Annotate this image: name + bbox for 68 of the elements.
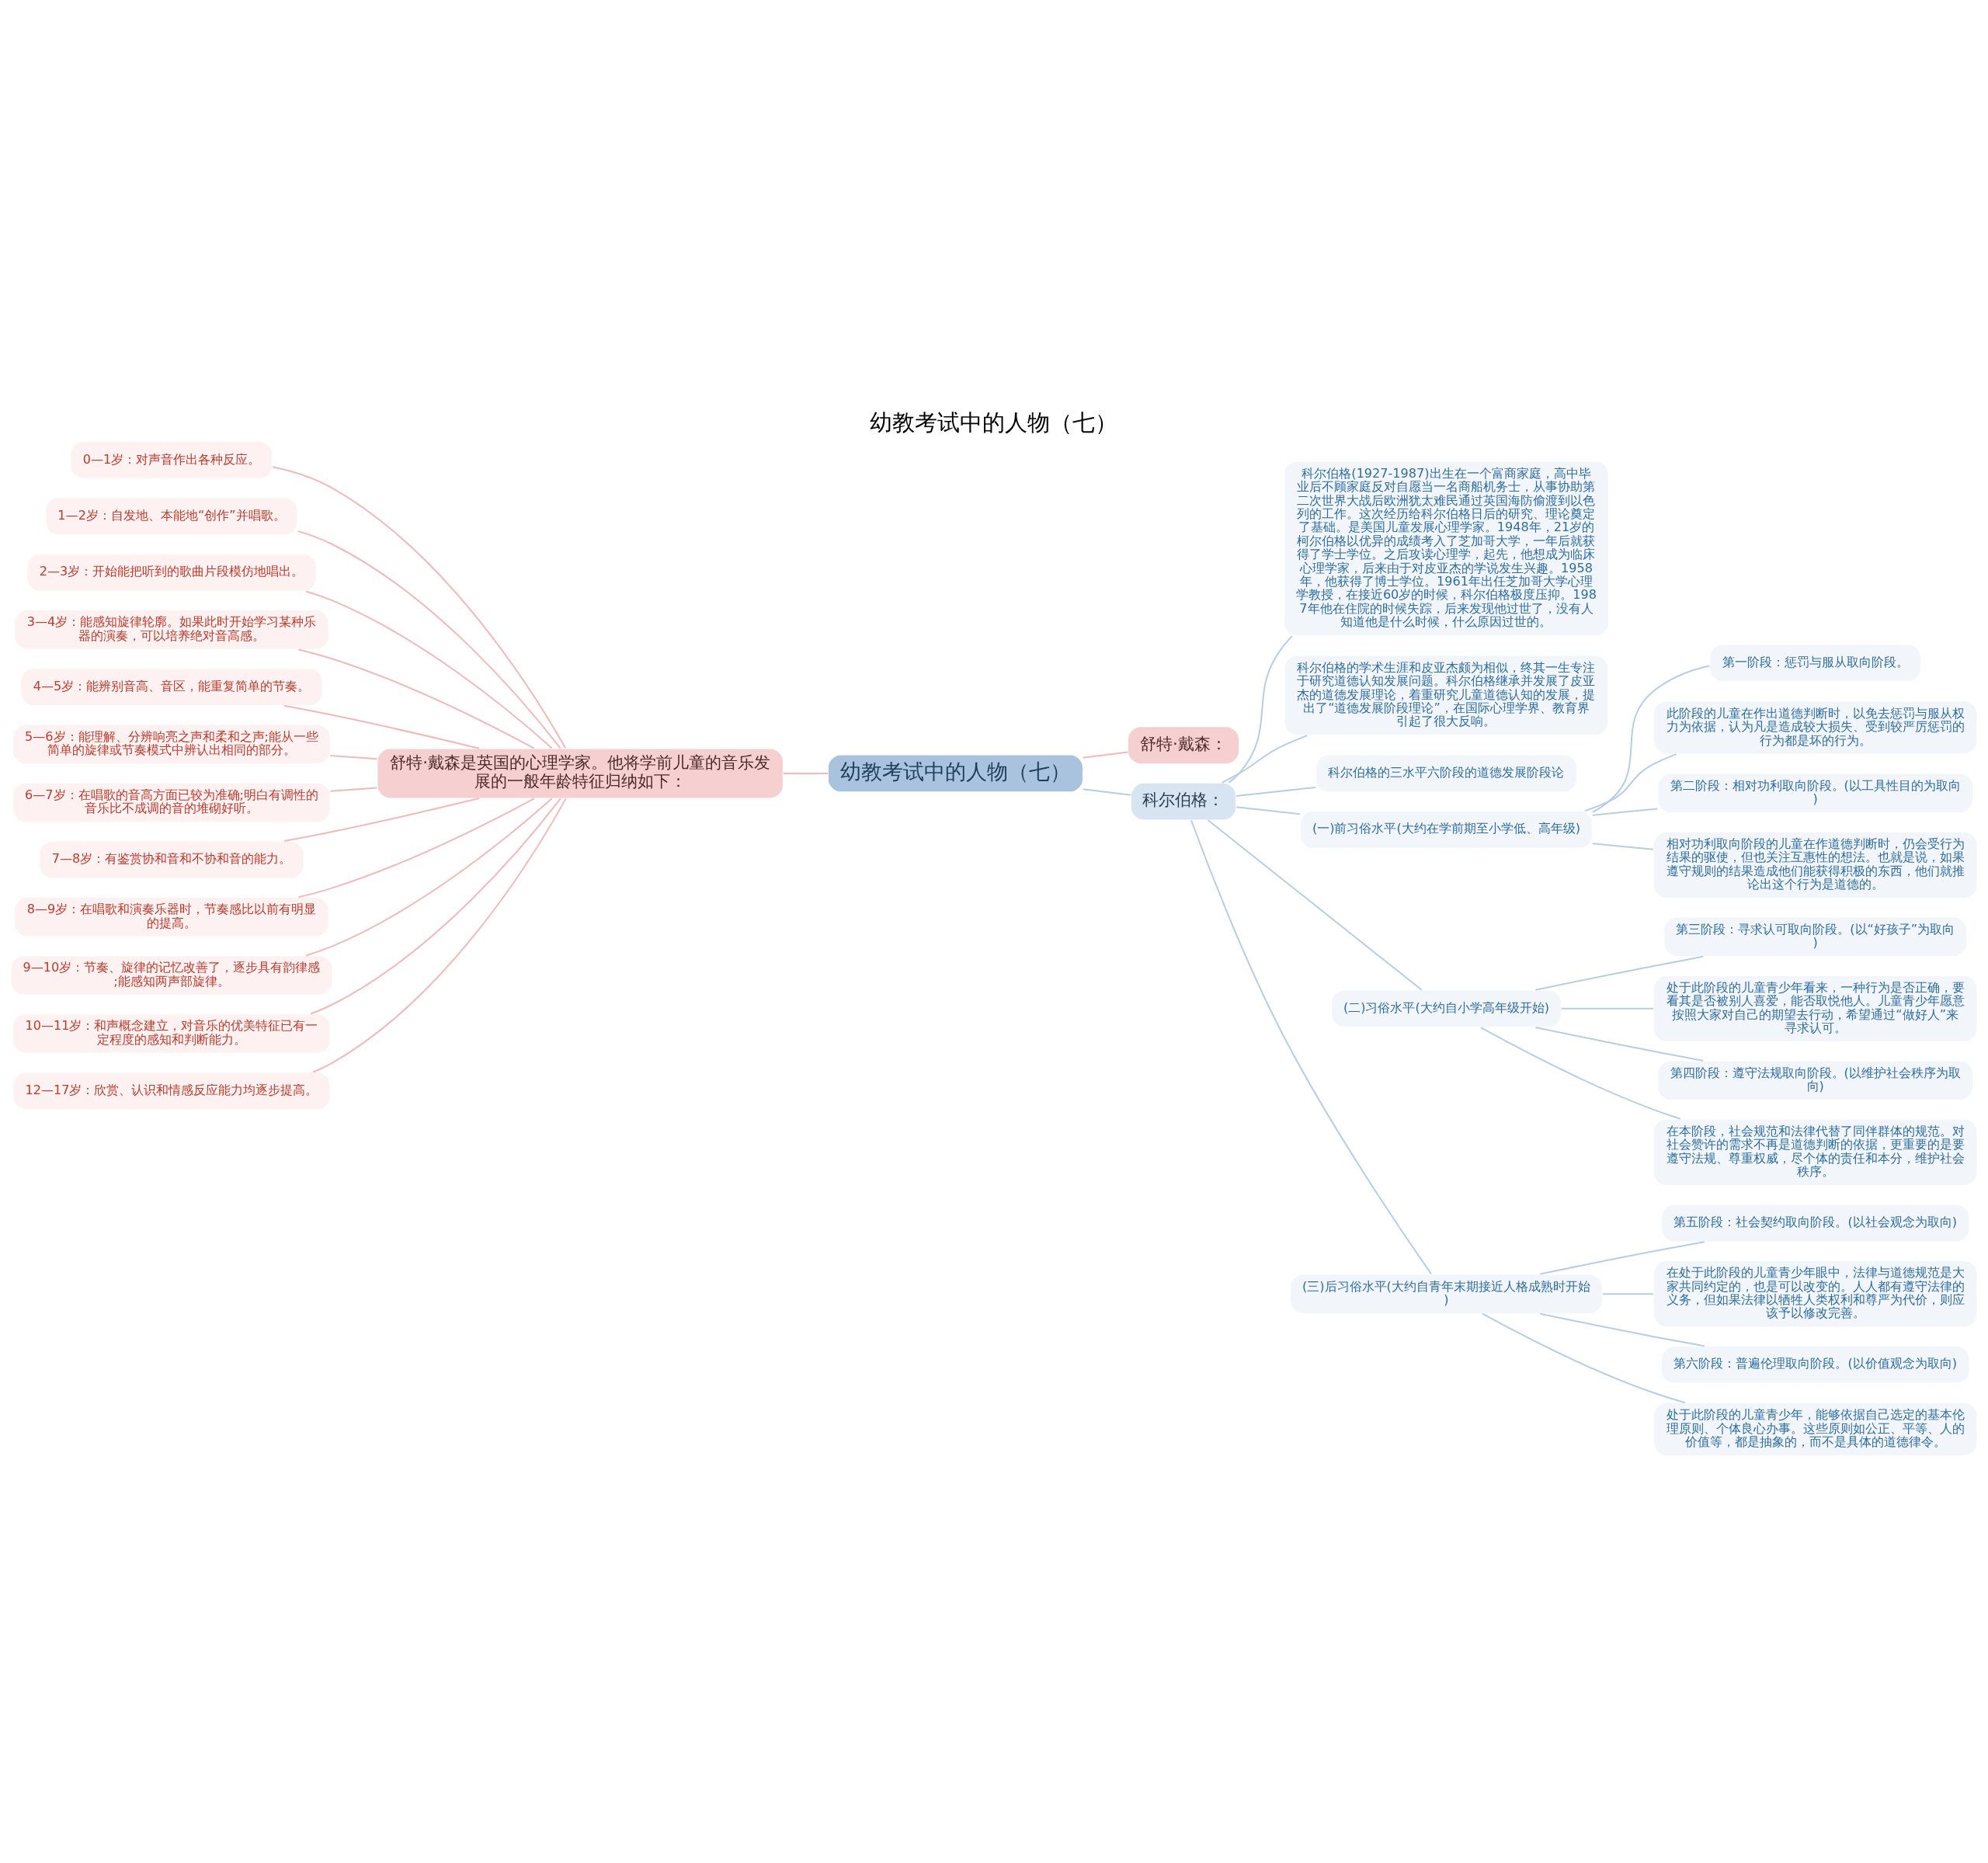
connector: [305, 590, 553, 749]
connector: [1535, 955, 1704, 991]
connector: [330, 754, 377, 759]
connector: [297, 530, 561, 749]
node-box: 第六阶段：普遍伦理取向阶段。(以价值观念为取向): [1660, 1345, 1970, 1384]
connector: [330, 787, 377, 792]
node-box: 科尔伯格的三水平六阶段的道德发展阶段论: [1315, 753, 1578, 793]
connector: [1083, 787, 1131, 796]
node-box: 12—17岁：欣赏、认识和情感反应能力均逐步提高。: [12, 1071, 332, 1111]
node-box: 0—1岁：对声音作出各种反应。: [70, 440, 273, 479]
node-box: 5—6岁：能理解、分辨响亮之声和柔和之声;能从一些简单的旋律或节奏模式中辨认出相同的部分。: [12, 723, 332, 764]
node-box: 3—4岁：能感知旋律轮廓。如果此时开始学习某种乐器的演奏，可以培养绝对音高感。: [13, 609, 330, 650]
node-box: 10—11岁：和声概念建立，对音乐的优美特征已有一定程度的感知和判断能力。: [12, 1013, 332, 1054]
node-box: 舒特·戴森：: [1127, 725, 1240, 764]
node-box: 舒特·戴森是英国的心理学家。他将学前儿童的音乐发展的一般年龄特征归纳如下：: [377, 747, 784, 799]
node-box: (三)后习俗水平(大约自青年末期接近人格成熟时开始): [1289, 1273, 1604, 1314]
node-box: 第五阶段：社会契约取向阶段。(以社会观念为取向): [1660, 1203, 1970, 1243]
connector: [1236, 805, 1301, 815]
connector: [1602, 1292, 1653, 1295]
node-box: 第三阶段：寻求认可取向阶段。(以“好孩子”为取向): [1663, 916, 1968, 957]
connector: [305, 798, 553, 956]
connector: [283, 704, 480, 749]
node-box: 第一阶段：惩罚与服从取向阶段。: [1708, 643, 1922, 683]
connector: [1561, 1007, 1654, 1010]
connector: [312, 798, 567, 1072]
connector: [1480, 1026, 1681, 1120]
node-box: (一)前习俗水平(大约在学前期至小学低、高年级): [1299, 810, 1594, 849]
connector: [298, 648, 535, 749]
connector: [298, 797, 535, 898]
node-box: 在处于此阶段的儿童青少年眼中，法律与道德规范是大家共同约定的，也是可以改变的。人人都有遵守法律的义务，但如果法律以牺牲人类权利和尊严为代价，则应该予以修改完善。: [1653, 1260, 1978, 1328]
connector: [1540, 1312, 1705, 1347]
diagram-title: 幼教考试中的人物（七）: [870, 408, 1118, 436]
connector: [1236, 786, 1316, 797]
node-box: 1—2岁：自发地、本能地“创作”并唱歌。: [45, 496, 298, 536]
node-box: 科尔伯格的学术生涯和皮亚杰颇为相似，终其一生专注于研究道德认知发展问题。科尔伯格继承并发展了皮亚杰的道德发展理论，着重研究儿童道德认知的发展，提出了“道德发展阶段理论”，在国际心理学界、教育界引起了很大反响。: [1284, 654, 1609, 736]
connector: [783, 772, 829, 774]
connector: [1083, 751, 1128, 759]
node-box: 8—9岁：在唱歌和演奏乐器时，节奏感比以前有明显的提高。: [13, 896, 330, 937]
node-box: 处于此阶段的儿童青少年，能够依据自己选定的基本伦理原则、个体良心办事。这些原则如公正、平等、人的价值等，都是抽象的，而不是具体的道德律令。: [1653, 1402, 1978, 1456]
node-box: 科尔伯格(1927-1987)出生在一个富商家庭，高中毕业后不顾家庭反对自愿当一名商船机务士，从事协助第二次世界大战后欧洲犹太难民通过英国海防偷渡到以色列的工作。这次经历给科尔伯格日后的研究、理论奠定了基础。是美国儿童发展心理学家。1948年，21岁的柯尔伯格以优异的成绩考入了芝加哥大学，一年后就获得了学士学位。之后攻读心理学，起先，他想成为临床心理学家，后来由于对皮亚杰的学说发生兴趣。1958年，他获得了博士学位。1961年出任芝加哥大学心理学教授，在接近60岁的时候，科尔伯格极度压抑。1987年他在住院的时候失踪，后来发现他过世了，没有人知道他是什么时候，什么原因过世的。: [1283, 460, 1610, 637]
connector: [1592, 807, 1658, 816]
node-box: 第四阶段：遵守法规取向阶段。(以维护社会秩序为取向): [1656, 1059, 1974, 1100]
node-box: 此阶段的儿童在作出道德判断时，以免去惩罚与服从权力为依据，认为凡是造成较大损失、受到较严厉惩罚的行为都是坏的行为。: [1653, 700, 1978, 755]
connector: [1540, 1240, 1705, 1275]
node-box: 在本阶段，社会规范和法律代替了同伴群体的规范。对社会赞许的需求不再是道德判断的依据，更重要的是要遵守法规、尊重权威，尽个体的责任和本分，维护社会秩序。: [1653, 1117, 1978, 1186]
node-box: 幼教考试中的人物（七）: [827, 753, 1084, 793]
connector: [1584, 752, 1677, 812]
node-box: 第二阶段：相对功利取向阶段。(以工具性目的为取向): [1656, 772, 1974, 813]
connector: [1222, 734, 1308, 784]
connector: [1535, 1026, 1704, 1062]
node-box: 6—7岁：在唱歌的音高方面已较为准确;明白有调性的音乐比不成调的音的堆砌好听。: [12, 781, 332, 823]
connector: [310, 798, 561, 1014]
connector: [1592, 664, 1710, 813]
node-box: 2—3岁：开始能把听到的歌曲片段模仿地唱出。: [26, 552, 317, 592]
node-box: (二)习俗水平(大约自小学高年级开始): [1330, 989, 1562, 1028]
connector: [1208, 819, 1423, 990]
node-box: 处于此阶段的儿童青少年看来，一种行为是否正确，要看其是否被别人喜爱，能否取悦他人。儿童青少年愿意按照大家对自己的期望去行动，希望通过“做好人”来寻求认可。: [1653, 974, 1978, 1042]
node-box: 7—8岁：有鉴赏协和音和不协和音的能力。: [39, 839, 304, 879]
connector: [272, 465, 567, 749]
node-box: 相对功利取向阶段的儿童在作道德判断时，仍会受行为结果的驱使，但也关注互惠性的想法。也就是说，如果遵守规则的结果造成他们能获得积极的东西，他们就推论出这个行为是道德的。: [1653, 830, 1978, 898]
node-box: 科尔伯格：: [1130, 781, 1237, 821]
node-box: 9—10岁：节奏、旋律的记忆改善了，逐步具有韵律感;能感知两声部旋律。: [10, 954, 333, 996]
connector: [1190, 819, 1432, 1274]
connector: [1228, 634, 1293, 784]
connector: [283, 797, 480, 842]
connector: [1482, 1312, 1686, 1403]
connector: [1592, 842, 1654, 850]
node-box: 4—5岁：能辨别音高、音区，能重复简单的节奏。: [19, 667, 323, 706]
